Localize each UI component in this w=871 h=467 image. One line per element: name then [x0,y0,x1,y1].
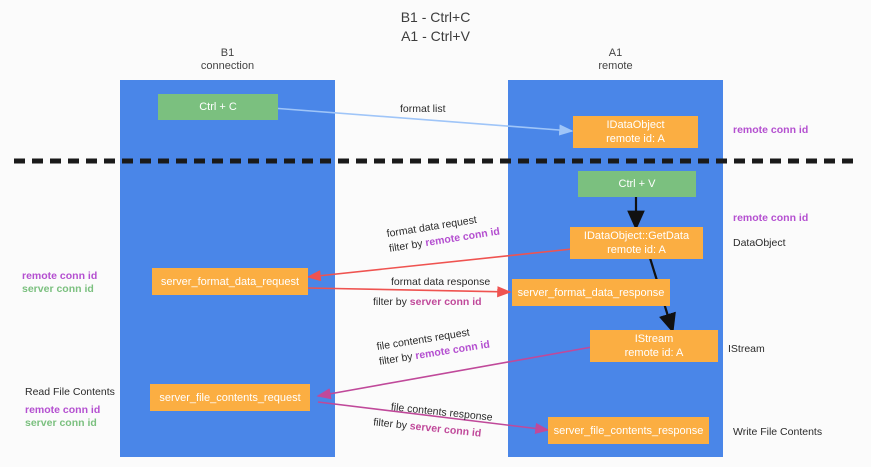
title-line-1: B1 - Ctrl+C [400,9,471,25]
node-server-file-contents-response-label: server_file_contents_response [553,424,704,437]
annotation-read-file-contents: Read File Contents [25,386,115,398]
edge-label-format-data-response: format data response filter by server co… [373,275,491,310]
node-server-format-data-response-label: server_format_data_response [517,286,665,299]
node-ctrl-c-label: Ctrl + C [199,101,237,113]
filter-prefix: filter by [372,416,411,433]
node-idataobject-line2: remote id: A [606,133,665,145]
node-idataobject[interactable]: IDataObject remote id: A [573,116,698,148]
lane-a1-role: remote [598,60,633,72]
edge-label-format-data-response-filter: filter by server conn id [373,295,490,310]
edge-label-format-data-response-text: format data response [391,276,491,288]
filter-key-server-conn-id: server conn id [409,296,482,308]
node-ctrl-v-label: Ctrl + V [618,178,656,190]
lane-header-a1: A1 remote [538,47,693,73]
page-title: B1 - Ctrl+C A1 - Ctrl+V [0,8,871,46]
edge-label-file-contents-request: file contents request filter by remote c… [376,323,491,370]
node-istream-line2: remote id: A [624,347,684,359]
annotation-right-top-remote-conn-id: remote conn id [733,124,809,136]
annotation-left-bottom-remote-conn-id: remote conn id [25,404,101,416]
node-server-file-contents-response[interactable]: server_file_contents_response [548,417,709,444]
annotation-dataobject: DataObject [733,237,786,249]
node-istream[interactable]: IStream remote id: A [590,330,718,362]
node-ctrl-c[interactable]: Ctrl + C [158,94,278,120]
edge-label-format-list: format list [400,103,446,115]
edge-label-file-contents-response: file contents response filter by server … [373,400,494,443]
node-server-format-data-request[interactable]: server_format_data_request [152,268,308,295]
node-idataobject-line1: IDataObject [606,119,665,131]
title-line-2: A1 - Ctrl+V [401,28,470,44]
annotation-write-file-contents: Write File Contents [733,426,823,438]
node-server-format-data-response[interactable]: server_format_data_response [512,279,670,306]
node-server-file-contents-request-label: server_file_contents_request [159,391,301,404]
annotation-left-server-conn-id: server conn id [22,283,94,295]
lane-b1-role: connection [200,60,255,72]
edge-label-format-data-request: format data request filter by remote con… [386,210,501,257]
node-server-format-data-request-label: server_format_data_request [160,275,300,288]
annotation-left-bottom-server-conn-id: server conn id [25,417,97,429]
lane-a1-name: A1 [608,47,623,59]
annotation-right-mid-remote-conn-id: remote conn id [733,212,809,224]
node-getdata-line2: remote id: A [607,244,666,256]
filter-prefix: filter by [373,296,410,308]
node-idataobject-getdata[interactable]: IDataObject::GetData remote id: A [570,227,703,259]
lane-b1-name: B1 [220,47,235,59]
annotation-left-remote-conn-id: remote conn id [22,270,98,282]
node-server-file-contents-request[interactable]: server_file_contents_request [150,384,310,411]
annotation-istream: IStream [728,343,765,355]
lane-header-b1: B1 connection [150,47,305,73]
node-istream-line1: IStream [634,333,674,345]
node-getdata-line1: IDataObject::GetData [583,230,690,242]
node-ctrl-v[interactable]: Ctrl + V [578,171,696,197]
